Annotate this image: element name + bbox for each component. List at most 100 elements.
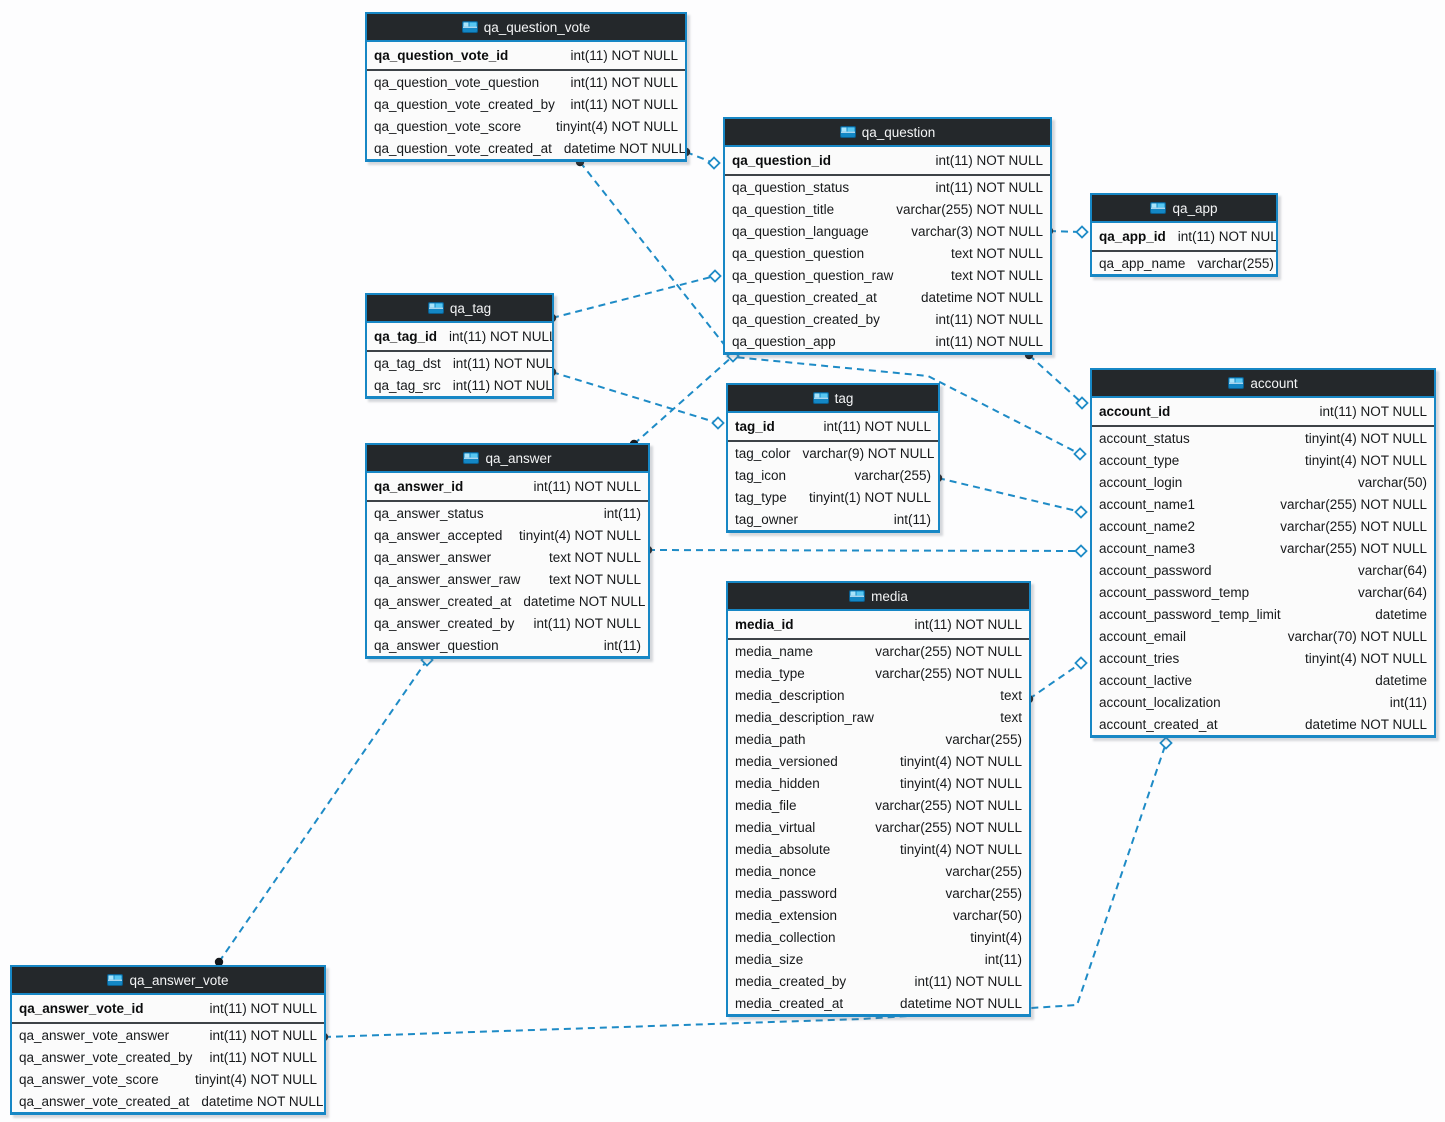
table-header[interactable]: qa_answer [367, 445, 648, 473]
table-header[interactable]: account [1092, 370, 1434, 398]
relationship-line[interactable] [323, 742, 1167, 1038]
relationship-qa_answer-qa_question[interactable] [629, 349, 740, 449]
relationship-qa_answer_vote-qa_answer[interactable] [214, 653, 434, 967]
relationship-line[interactable] [218, 659, 428, 963]
relationship-qa_tag-qa_question[interactable] [547, 269, 722, 323]
relationship-qa_answer_vote-account[interactable] [319, 736, 1173, 1042]
relationship-line[interactable] [1028, 354, 1083, 404]
relationship-line[interactable] [579, 161, 1081, 455]
relationship-line[interactable] [633, 355, 734, 445]
table-header[interactable]: tag [728, 385, 938, 413]
relationship-line[interactable] [551, 371, 719, 424]
table-header[interactable]: qa_tag [367, 295, 552, 323]
relationship-qa_answer-account[interactable] [643, 544, 1088, 558]
relationship-qa_question_vote-qa_question[interactable] [681, 147, 721, 170]
relationship-media-account[interactable] [1024, 656, 1088, 704]
table-header[interactable]: qa_question_vote [367, 14, 685, 42]
table-header[interactable]: media [728, 583, 1029, 611]
relationship-line[interactable] [937, 477, 1082, 513]
relationship-qa_question-account[interactable] [1024, 350, 1089, 410]
relationship-line[interactable] [1028, 662, 1082, 700]
relationship-line[interactable] [647, 549, 1082, 552]
table-header[interactable]: qa_app [1092, 195, 1276, 223]
relationship-qa_tag-tag[interactable] [547, 367, 725, 430]
relationship-line[interactable] [551, 275, 716, 319]
table-header[interactable]: qa_question [725, 119, 1050, 147]
relationship-tag-account[interactable] [933, 473, 1088, 519]
table-header[interactable]: qa_answer_vote [12, 967, 324, 995]
